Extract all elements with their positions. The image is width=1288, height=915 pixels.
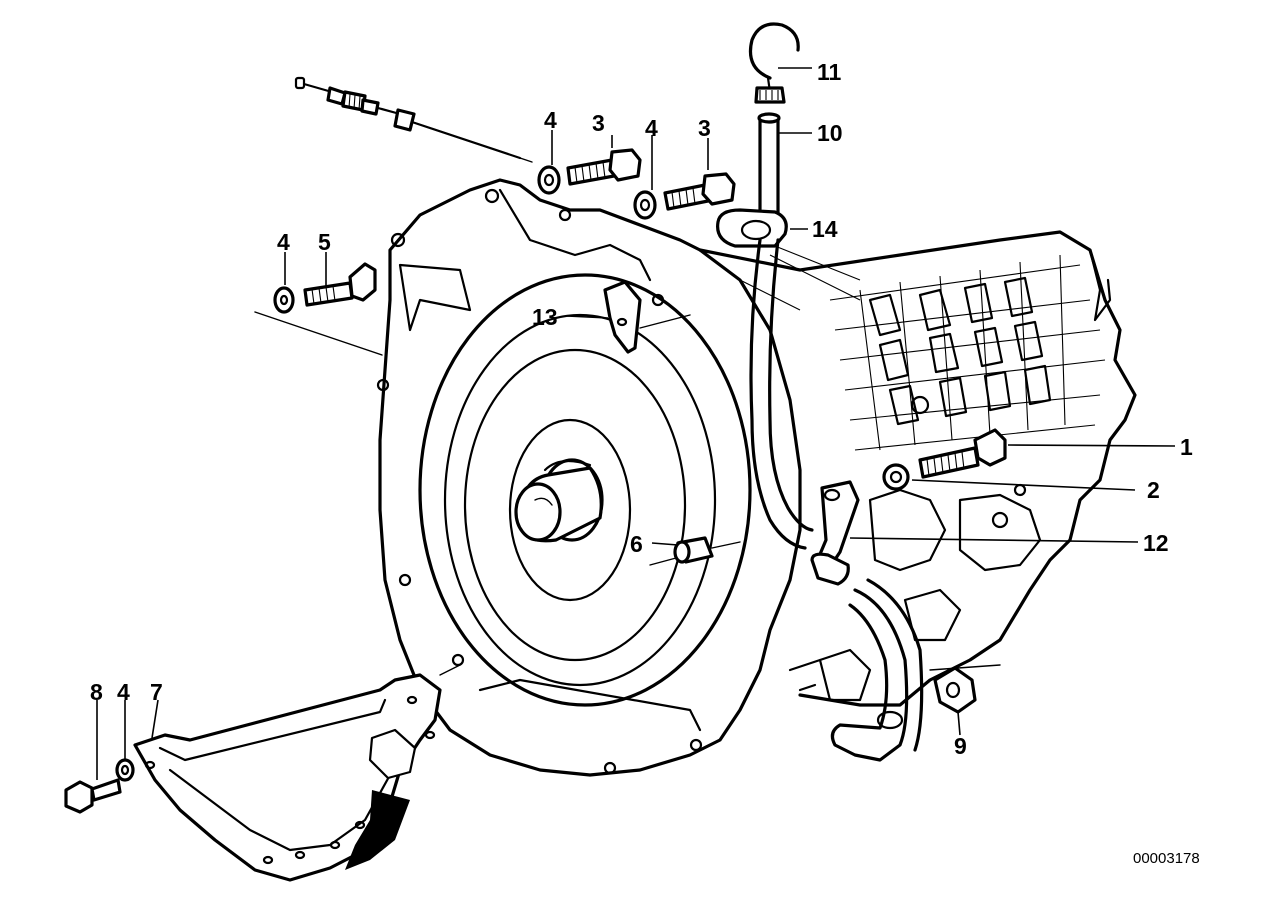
bell-housing	[376, 178, 802, 777]
callout-9: 9	[954, 733, 967, 759]
callouts: 1 2 3 3 4 4 4 4 5 6 7 8 9 10 11 12 13 14	[90, 59, 1193, 759]
nut-9	[929, 664, 1001, 714]
callout-11: 11	[817, 59, 842, 85]
leader-lines	[96, 67, 1176, 780]
callout-12: 12	[1143, 530, 1169, 556]
bolt-1	[882, 428, 1007, 491]
callout-5: 5	[318, 229, 331, 255]
dipstick-assembly	[716, 22, 924, 762]
bolt-5	[254, 262, 383, 356]
callout-10: 10	[817, 120, 843, 146]
torque-converter	[418, 273, 752, 707]
throttle-cable	[294, 76, 533, 163]
dipstick-cap	[754, 86, 786, 104]
bolt-3b	[633, 172, 736, 220]
diagram-reference-number: 00003178	[1133, 850, 1200, 867]
cover-plate-7	[133, 664, 461, 882]
sleeve-6	[649, 536, 741, 566]
callout-14: 14	[812, 216, 838, 242]
callout-4d: 4	[117, 679, 130, 705]
bolt-3a	[537, 148, 642, 195]
dipstick-ring-handle	[748, 22, 800, 80]
callout-4c: 4	[277, 229, 290, 255]
callout-7: 7	[150, 679, 163, 705]
callout-8: 8	[90, 679, 103, 705]
bolt-8	[64, 758, 135, 814]
callout-3b: 3	[698, 115, 711, 141]
callout-13: 13	[532, 304, 558, 330]
tube-clamp	[716, 208, 788, 248]
callout-2: 2	[1147, 477, 1160, 503]
callout-4a: 4	[544, 107, 557, 133]
callout-3a: 3	[592, 110, 605, 136]
callout-1: 1	[1180, 434, 1193, 460]
callout-6: 6	[630, 531, 643, 557]
callout-4b: 4	[645, 115, 658, 141]
transmission-case	[698, 230, 1137, 707]
bracket-13	[603, 280, 691, 354]
